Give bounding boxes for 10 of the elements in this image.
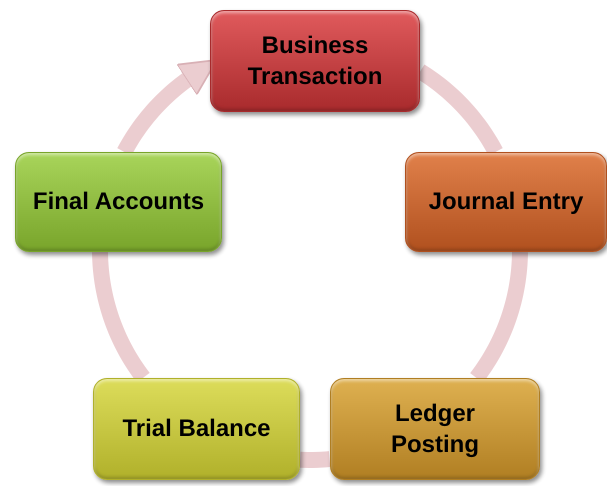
box-label: Business Transaction bbox=[246, 30, 384, 92]
box-label: Ledger Posting bbox=[390, 398, 480, 460]
process-box bbox=[210, 10, 420, 112]
box-label: Trial Balance bbox=[122, 414, 271, 444]
process-box bbox=[405, 152, 607, 252]
process-box bbox=[93, 378, 300, 480]
box-label: Journal Entry bbox=[428, 187, 584, 218]
process-box bbox=[330, 378, 540, 480]
process-box bbox=[15, 152, 222, 252]
box-label: Final Accounts bbox=[32, 187, 204, 218]
